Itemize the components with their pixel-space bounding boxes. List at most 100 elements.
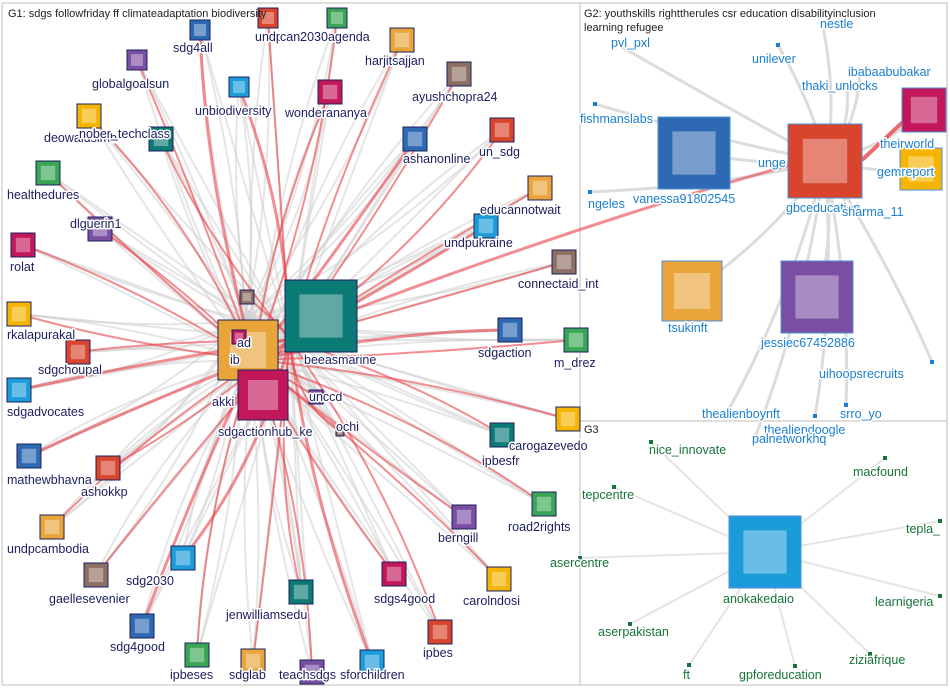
node-un_sdg[interactable]: [489, 117, 515, 143]
node-label-pvl_pxl: pvl_pxl: [611, 36, 650, 50]
avatar-inner: [568, 332, 584, 348]
node-pvl_pxl[interactable]: [611, 40, 615, 44]
node-srro_yo[interactable]: [844, 403, 848, 407]
node-undp[interactable]: [257, 7, 279, 29]
node-tepla_[interactable]: [938, 519, 942, 523]
node-ibabaabubakar[interactable]: [858, 70, 862, 74]
node-unilever[interactable]: [776, 43, 780, 47]
node-label-ft: ft: [683, 668, 690, 682]
avatar-image: [308, 389, 324, 405]
node-sdgaction[interactable]: [497, 317, 523, 343]
node-sharma_11[interactable]: [842, 210, 846, 214]
node-theirworld[interactable]: [901, 87, 947, 133]
node-berngill[interactable]: [451, 504, 477, 530]
node-sdg4good[interactable]: [129, 613, 155, 639]
node-road2rights[interactable]: [531, 491, 557, 517]
node-ft[interactable]: [687, 663, 691, 667]
node-undpukraine[interactable]: [473, 213, 499, 239]
node-thealienboynft[interactable]: [727, 407, 731, 411]
avatar-image: [76, 103, 102, 129]
node-teachsdgs[interactable]: [299, 659, 325, 685]
node-globalgoalsun[interactable]: [126, 49, 148, 71]
node-jenwilliamsedu[interactable]: [288, 579, 314, 605]
node-ochi[interactable]: [335, 427, 345, 437]
node-sdgadvocates[interactable]: [6, 377, 32, 403]
node-ipbeses[interactable]: [184, 642, 210, 668]
node-unbiodiversity[interactable]: [228, 76, 250, 98]
node-ziziafrique[interactable]: [868, 652, 872, 656]
avatar-image: [901, 87, 947, 133]
node-label-nice_innovate: nice_innovate: [649, 443, 726, 457]
node-palnetworkhq[interactable]: [752, 438, 756, 442]
node-tsukinft[interactable]: [661, 260, 723, 322]
node-sdgchoupal[interactable]: [65, 339, 91, 365]
node-learnigeria[interactable]: [938, 594, 942, 598]
node-label-sdgactionhub_ke: sdgactionhub_ke: [218, 425, 313, 439]
node-gemreport[interactable]: [899, 147, 943, 191]
node-label-macfound: macfound: [853, 465, 908, 479]
node-tepcentre[interactable]: [612, 485, 616, 489]
node-fishmanslabs[interactable]: [593, 102, 597, 106]
node-sforchildren[interactable]: [359, 649, 385, 675]
node-nober_techclass[interactable]: [148, 126, 174, 152]
node-rkalapurakal[interactable]: [6, 301, 32, 327]
node-sdg2030[interactable]: [170, 545, 196, 571]
node-carogazevedo[interactable]: [555, 406, 581, 432]
node-dlguerin1[interactable]: [87, 216, 113, 242]
avatar-image: [389, 27, 415, 53]
node-sdg4all[interactable]: [189, 19, 211, 41]
node-macfound[interactable]: [883, 456, 887, 460]
node-healthedures[interactable]: [35, 160, 61, 186]
avatar-image: [257, 7, 279, 29]
node-ipbes[interactable]: [427, 619, 453, 645]
node-nestle[interactable]: [820, 20, 824, 24]
node-label-sdgchoupal: sdgchoupal: [38, 363, 102, 377]
node-carolndosi[interactable]: [486, 566, 512, 592]
node-gaellesevenier[interactable]: [83, 562, 109, 588]
node-rolat[interactable]: [10, 232, 36, 258]
node-sdglab[interactable]: [240, 648, 266, 674]
avatar-inner: [81, 108, 97, 124]
avatar-inner: [456, 509, 472, 525]
node-can2030agenda[interactable]: [326, 7, 348, 29]
node-label-ibabaabubakar: ibabaabubakar: [848, 65, 931, 79]
node-unge[interactable]: [782, 160, 786, 164]
node-undpcambodia[interactable]: [39, 514, 65, 540]
node-label-sdgadvocates: sdgadvocates: [7, 405, 84, 419]
node-sdgactionhub_ke[interactable]: [237, 369, 289, 421]
node-anokakedaio[interactable]: [728, 515, 802, 589]
node-ngeles[interactable]: [588, 190, 592, 194]
node-mathewbhavna[interactable]: [16, 443, 42, 469]
node-wonderananya[interactable]: [317, 79, 343, 105]
node-gpforeducation[interactable]: [793, 664, 797, 668]
node-ad[interactable]: [239, 289, 255, 305]
node-unccd[interactable]: [308, 389, 324, 405]
node-educannotwait[interactable]: [527, 175, 553, 201]
node-nice_innovate[interactable]: [649, 440, 653, 444]
node-ayushchopra24[interactable]: [446, 61, 472, 87]
node-vanessa91802545[interactable]: [657, 116, 731, 190]
node-gbceducation[interactable]: [787, 123, 863, 199]
node-aserpakistan[interactable]: [628, 622, 632, 626]
node-thaki_unlocks[interactable]: [845, 84, 849, 88]
node-ashanonline[interactable]: [402, 126, 428, 152]
node-ipbesfr[interactable]: [489, 422, 515, 448]
avatar-inner: [248, 380, 278, 410]
avatar-image: [326, 7, 348, 29]
node-beeasmarine[interactable]: [284, 279, 358, 353]
node-m_drez[interactable]: [563, 327, 589, 353]
node-uihoopsrecruits[interactable]: [930, 360, 934, 364]
avatar-image: [239, 289, 255, 305]
node-sdgs4good[interactable]: [381, 561, 407, 587]
node-ib[interactable]: [231, 329, 247, 345]
node-label-undp: undp: [255, 30, 283, 44]
node-harjitsajjan[interactable]: [389, 27, 415, 53]
node-deowalusimbi[interactable]: [76, 103, 102, 129]
node-asercentre[interactable]: [578, 556, 582, 560]
avatar-image: [65, 339, 91, 365]
node-thealiendoogle[interactable]: [813, 414, 817, 418]
node-connectaid_int[interactable]: [551, 249, 577, 275]
node-label-nober_techclass: nober_techclass: [79, 127, 170, 141]
node-jessiec67452886[interactable]: [780, 260, 854, 334]
node-ashokkp[interactable]: [95, 455, 121, 481]
